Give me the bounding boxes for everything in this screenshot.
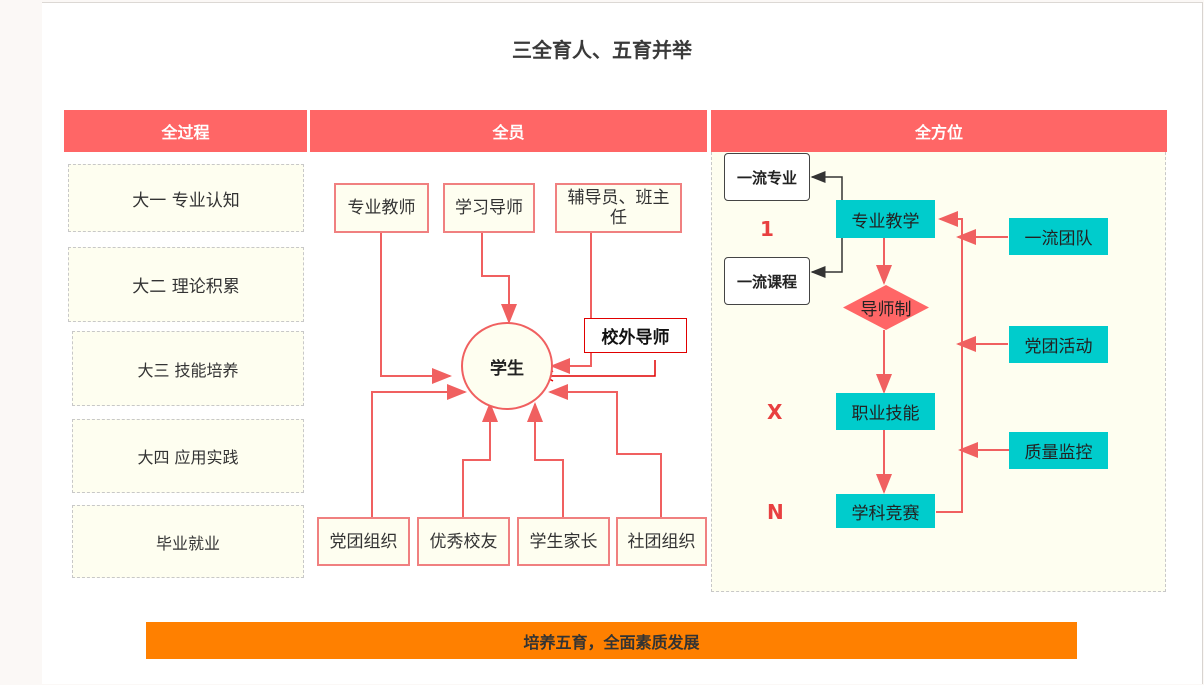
header-full-process: 全过程	[64, 110, 307, 152]
flow-vocational-skills: 职业技能	[836, 393, 935, 430]
label-x: X	[767, 400, 783, 424]
flow-mentor-system: 导师制	[843, 285, 929, 330]
flow-subject-competition: 学科竞赛	[836, 494, 935, 528]
support-party-activities: 党团活动	[1009, 326, 1108, 363]
mentor-system-label: 导师制	[860, 300, 912, 320]
label-n: N	[767, 500, 784, 524]
header-all-around: 全方位	[711, 110, 1167, 152]
outcome-first-class-course: 一流课程	[724, 257, 810, 305]
page-title: 三全育人、五育并举	[512, 38, 692, 62]
header-all-staff: 全员	[310, 110, 707, 152]
stage-graduation: 毕业就业	[72, 505, 304, 578]
role-counselor-head-teacher: 辅导员、班主任	[555, 183, 682, 233]
support-quality-monitoring: 质量监控	[1009, 432, 1108, 469]
stage-year-one: 大一 专业认知	[68, 164, 304, 232]
flow-professional-teaching: 专业教学	[836, 200, 935, 238]
stage-year-three: 大三 技能培养	[72, 331, 304, 406]
org-alumni: 优秀校友	[417, 517, 510, 566]
stage-year-two: 大二 理论积累	[68, 247, 304, 322]
role-external-mentor: 校外导师	[584, 318, 687, 353]
org-party-league: 党团组织	[317, 517, 410, 566]
footer-banner: 培养五育，全面素质发展	[146, 622, 1077, 659]
role-study-mentor: 学习导师	[443, 183, 535, 233]
stage-year-four: 大四 应用实践	[72, 419, 304, 493]
org-parents: 学生家长	[517, 517, 610, 566]
role-professional-teacher: 专业教师	[334, 183, 429, 233]
label-one: 1	[760, 217, 774, 241]
diamond-shape	[843, 285, 929, 330]
outcome-first-class-major: 一流专业	[724, 153, 810, 201]
support-first-class-team: 一流团队	[1009, 218, 1108, 255]
org-student-clubs: 社团组织	[616, 517, 707, 566]
student-center-node: 学生	[461, 322, 553, 410]
